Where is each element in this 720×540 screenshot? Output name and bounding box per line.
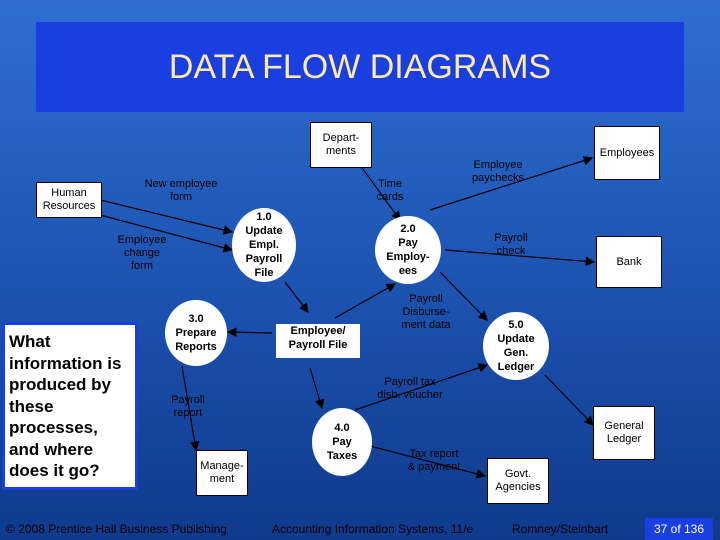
arrow-store-to-p2 xyxy=(334,283,397,319)
process-4-pay-taxes: 4.0 Pay Taxes xyxy=(312,408,372,476)
arrow-store-to-p4 xyxy=(309,367,325,410)
arrow-p1-to-store xyxy=(284,281,309,313)
general-ledger-entity: General Ledger xyxy=(593,406,655,460)
footer-book-title: Accounting Information Systems, 11/e xyxy=(272,522,474,536)
arrow-p3-to-management xyxy=(181,365,200,452)
arrow-p5-to-ledger xyxy=(544,374,594,426)
human-resources-entity: Human Resources xyxy=(36,182,102,218)
flow-time-cards: Time cards xyxy=(376,178,404,203)
process-5-update-gen-ledger: 5.0 Update Gen. Ledger xyxy=(483,312,549,380)
flow-payroll-disbursement-data: Payroll Disburse- ment data xyxy=(401,293,451,331)
employee-payroll-file-store: Employee/ Payroll File xyxy=(276,324,360,358)
employees-entity: Employees xyxy=(594,126,660,180)
title-bar: DATA FLOW DIAGRAMS xyxy=(36,22,684,112)
arrow-p2-to-employees xyxy=(429,155,594,211)
arrow-p4-to-govt xyxy=(369,445,487,479)
flow-tax-report-payment: Tax report & payment xyxy=(407,448,461,473)
flow-new-employee-form: New employee form xyxy=(144,178,218,203)
process-2-pay-employees: 2.0 Pay Employ- ees xyxy=(375,216,441,284)
flow-payroll-check: Payroll check xyxy=(494,232,528,257)
departments-entity: Depart- ments xyxy=(310,122,372,168)
footer-copyright: © 2008 Prentice Hall Business Publishing xyxy=(6,522,227,536)
process-1-update-payroll-file: 1.0 Update Empl. Payroll File xyxy=(232,208,296,282)
arrow-store-to-p3 xyxy=(226,327,273,337)
footer-authors: Romney/Steinbart xyxy=(512,522,609,536)
arrow-departments-to-p2 xyxy=(359,164,401,221)
arrow-p2-to-bank xyxy=(444,249,596,267)
flow-employee-paychecks: Employee paychecks xyxy=(472,159,524,184)
slide-title: DATA FLOW DIAGRAMS xyxy=(168,48,552,86)
flow-employee-change-form: Employee change form xyxy=(117,234,167,272)
govt-agencies-entity: Govt. Agencies xyxy=(487,458,549,504)
flow-payroll-tax-disb-voucher: Payroll tax disb. voucher xyxy=(377,376,443,401)
page-number: 37 of 136 xyxy=(645,518,713,540)
process-3-prepare-reports: 3.0 Prepare Reports xyxy=(165,300,227,366)
flow-payroll-report: Payroll report xyxy=(171,394,205,419)
bank-entity: Bank xyxy=(596,236,662,288)
arrow-p4-to-p5 xyxy=(354,363,489,411)
arrow-p2-to-p5 xyxy=(439,271,488,321)
question-callout: What information is produced by these pr… xyxy=(2,322,138,490)
management-entity: Manage- ment xyxy=(196,450,248,496)
arrow-employee-change-form xyxy=(99,214,234,253)
arrow-new-employee-form xyxy=(99,199,234,235)
